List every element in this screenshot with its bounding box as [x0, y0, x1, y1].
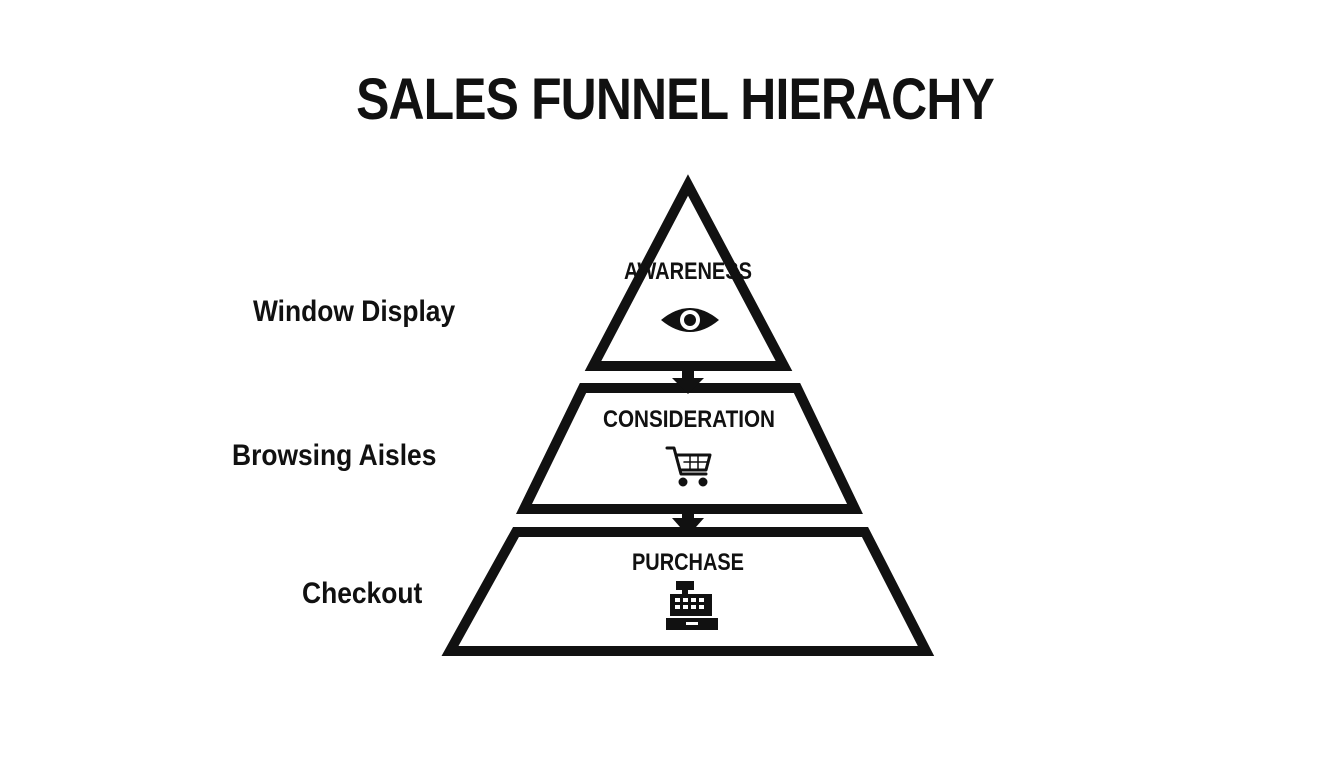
side-label-browsing-aisles: Browsing Aisles	[232, 439, 437, 472]
side-label-window-display: Window Display	[253, 295, 456, 328]
stage-label-purchase: PURCHASE	[632, 549, 744, 576]
side-label-checkout: Checkout	[302, 577, 423, 610]
tier-consideration-shape	[515, 383, 863, 514]
cash-register-icon	[666, 581, 718, 630]
arrow-awareness-to-consideration-icon	[672, 366, 704, 394]
stage-label-consideration: CONSIDERATION	[603, 406, 775, 433]
tier-purchase-shape	[441, 527, 935, 656]
shopping-cart-icon	[665, 446, 712, 487]
eye-icon	[661, 308, 719, 332]
arrow-consideration-to-purchase-icon	[672, 509, 704, 536]
stage-label-awareness: AWARENESS	[624, 258, 752, 285]
diagram-title: SALES FUNNEL HIERACHY	[356, 67, 995, 132]
